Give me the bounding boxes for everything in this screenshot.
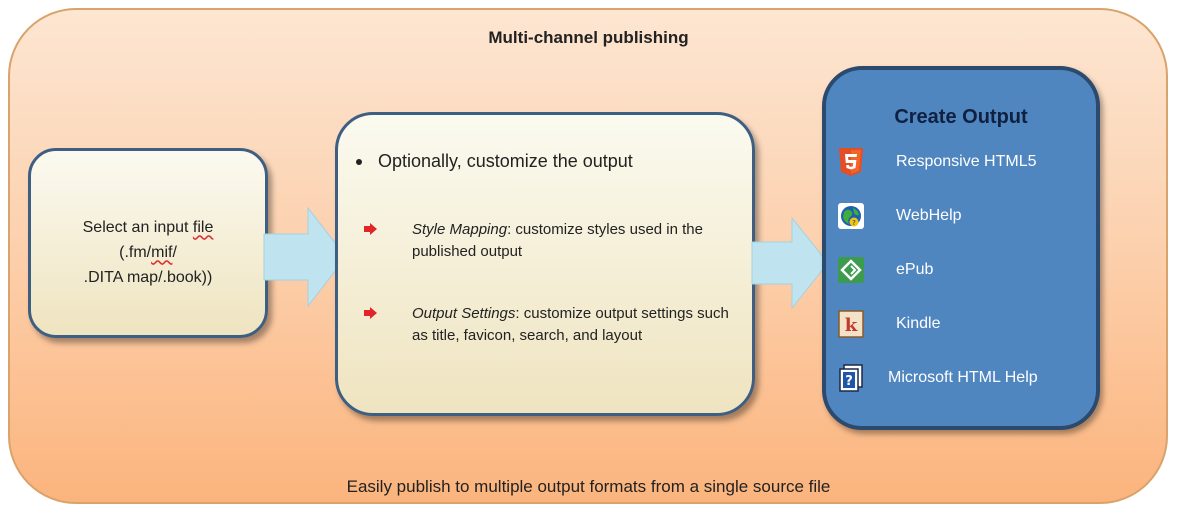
- svg-text:k: k: [845, 315, 858, 336]
- style-mapping-label: Style Mapping: [412, 221, 508, 238]
- customize-heading: Optionally, customize the output: [356, 151, 633, 172]
- red-arrow-icon: [364, 307, 377, 319]
- flow-arrow-1: [263, 206, 347, 308]
- input-line2-suffix: /: [172, 243, 177, 261]
- html-help-icon: ?: [839, 364, 863, 392]
- epub-icon: [838, 257, 864, 283]
- flow-arrow-2: [751, 216, 829, 310]
- output-label: Microsoft HTML Help: [888, 369, 1038, 386]
- kindle-icon: k: [838, 310, 864, 338]
- create-output-box: Create Output Responsive HTML5 ? WebHelp…: [822, 66, 1100, 430]
- output-label: ePub: [896, 261, 934, 278]
- customize-heading-text: Optionally, customize the output: [378, 151, 633, 171]
- red-arrow-icon: [364, 223, 377, 235]
- output-webhelp: ? WebHelp: [838, 202, 1093, 232]
- output-label: WebHelp: [896, 207, 962, 224]
- input-line2-word: mif: [151, 243, 173, 261]
- input-line2: (.fm/: [119, 243, 152, 261]
- create-output-title: Create Output: [894, 106, 1028, 128]
- output-responsive-html5: Responsive HTML5: [838, 148, 1093, 178]
- style-mapping-text: : customize styles used in the published…: [412, 221, 703, 260]
- bullet-dot: [356, 159, 362, 166]
- svg-text:?: ?: [845, 374, 853, 389]
- output-label: Kindle: [896, 315, 941, 332]
- output-settings-text: : customize output settings such as titl…: [412, 305, 729, 344]
- diagram-title: Multi-channel publishing: [488, 28, 689, 47]
- input-line1-word: file: [192, 218, 214, 236]
- input-line1: Select an input: [82, 218, 193, 236]
- svg-text:?: ?: [852, 219, 856, 227]
- diagram-footer: Easily publish to multiple output format…: [346, 477, 831, 496]
- output-epub: ePub: [838, 256, 1093, 286]
- output-kindle: k Kindle: [838, 310, 1093, 340]
- output-settings-label: Output Settings: [412, 305, 516, 322]
- input-file-box: Select an input file (.fm/mif/ .DITA map…: [28, 148, 268, 338]
- output-label: Responsive HTML5: [896, 153, 1037, 170]
- input-file-text: Select an input file (.fm/mif/ .DITA map…: [83, 215, 214, 290]
- webhelp-globe-icon: ?: [838, 203, 864, 229]
- output-microsoft-html-help: ? Microsoft HTML Help: [838, 364, 1093, 394]
- customize-output-box: Optionally, customize the output Style M…: [335, 112, 755, 416]
- html5-icon: [839, 148, 863, 176]
- input-line3: .DITA map/.book)): [83, 268, 213, 286]
